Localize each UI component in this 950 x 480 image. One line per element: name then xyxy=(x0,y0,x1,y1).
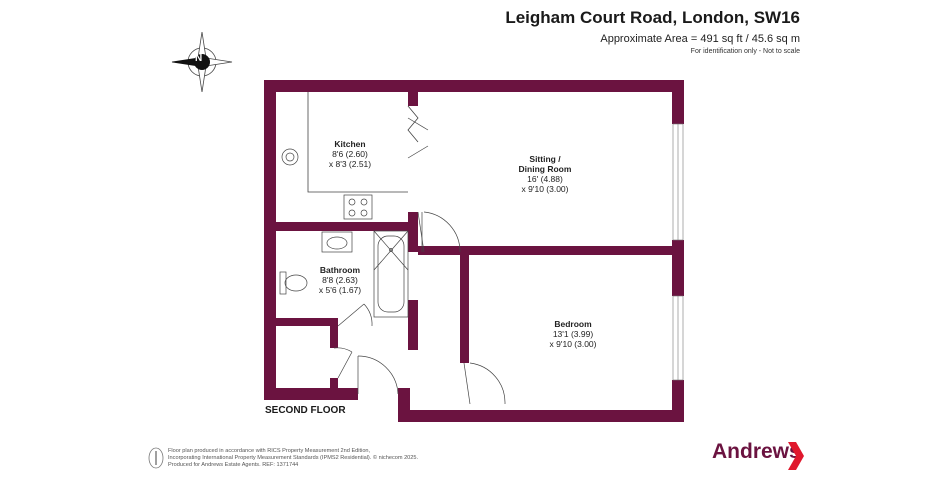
floor-label: SECOND FLOOR xyxy=(265,405,346,416)
brand-logo-text: Andrews xyxy=(712,440,801,463)
identification-note: For identification only - Not to scale xyxy=(690,48,800,55)
room-dim-kitchen-1: 8'6 (2.60) xyxy=(332,149,368,159)
kitchen-sink-icon xyxy=(281,148,299,166)
hob-icon xyxy=(343,194,373,220)
windows xyxy=(672,123,684,381)
wall-kitchen-bath xyxy=(276,222,408,231)
room-name-sitting-2: Dining Room xyxy=(518,164,572,174)
bathroom-basin-icon xyxy=(321,231,353,253)
kitchen-door-icon xyxy=(407,117,429,159)
walls xyxy=(264,80,684,422)
sitting-room-door-icon xyxy=(417,211,461,253)
room-name-sitting: Sitting / xyxy=(529,154,561,164)
wall-cupboard-right xyxy=(330,318,338,348)
footer-line-1: Floor plan produced in accordance with R… xyxy=(168,448,371,454)
room-dim-sitting-2: x 9'10 (3.00) xyxy=(521,184,569,194)
compass-north-letter: N xyxy=(195,53,203,64)
rics-logo-icon xyxy=(148,447,164,469)
room-label-kitchen: Kitchen 8'6 (2.60) x 8'3 (2.51) xyxy=(310,139,390,169)
room-label-bathroom: Bathroom 8'8 (2.63) x 5'6 (1.67) xyxy=(300,265,380,295)
wall-bottom-left xyxy=(264,388,358,400)
compass-rose-icon xyxy=(171,31,233,93)
room-label-sitting: Sitting / Dining Room 16' (4.88) x 9'10 … xyxy=(500,154,590,194)
bath-icon xyxy=(373,230,409,318)
wall-left xyxy=(264,80,276,400)
brand-chevron-icon xyxy=(788,442,804,470)
property-title: Leigham Court Road, London, SW16 xyxy=(505,8,800,27)
approximate-area: Approximate Area = 491 sq ft / 45.6 sq m xyxy=(600,33,800,45)
wall-bath-bottom xyxy=(276,318,336,326)
room-name-bedroom: Bedroom xyxy=(554,319,592,329)
wall-bedroom-left xyxy=(460,255,469,363)
wall-sitting-bedroom xyxy=(418,246,672,255)
cupboard-door-icon xyxy=(333,347,353,379)
footer-line-3: Produced for Andrews Estate Agents. REF:… xyxy=(168,462,299,469)
wall-bottom-right xyxy=(408,410,684,422)
wall-cupboard-stub xyxy=(330,378,338,392)
wall-top xyxy=(264,80,684,92)
kitchen-worktop xyxy=(307,92,419,193)
room-dim-bathroom-2: x 5'6 (1.67) xyxy=(318,285,362,295)
entrance-door-icon xyxy=(357,355,399,395)
wall-kitchen-divider-top xyxy=(408,92,418,106)
wall-hall-upper xyxy=(408,212,418,252)
wall-right-upper xyxy=(672,80,684,124)
bathroom-door-icon xyxy=(337,303,373,327)
room-dim-bedroom-2: x 9'10 (3.00) xyxy=(549,339,597,349)
wall-bath-right xyxy=(408,300,418,350)
room-dim-sitting-1: 16' (4.88) xyxy=(527,174,563,184)
room-name-bathroom: Bathroom xyxy=(319,265,361,275)
footer-disclaimer: Floor plan produced in accordance with R… xyxy=(168,448,468,470)
bedroom-door-icon xyxy=(463,362,506,405)
room-dim-bedroom-1: 13'1 (3.99) xyxy=(552,329,594,339)
wall-bottom-step xyxy=(398,388,410,422)
footer-line-2: Incorporating International Property Mea… xyxy=(168,455,419,462)
room-dim-bathroom-1: 8'8 (2.63) xyxy=(322,275,358,285)
toilet-icon xyxy=(279,271,308,295)
room-name-kitchen: Kitchen xyxy=(334,139,366,149)
wall-right-mid xyxy=(672,240,684,296)
room-dim-kitchen-2: x 8'3 (2.51) xyxy=(328,159,372,169)
room-label-bedroom: Bedroom 13'1 (3.99) x 9'10 (3.00) xyxy=(533,319,613,349)
